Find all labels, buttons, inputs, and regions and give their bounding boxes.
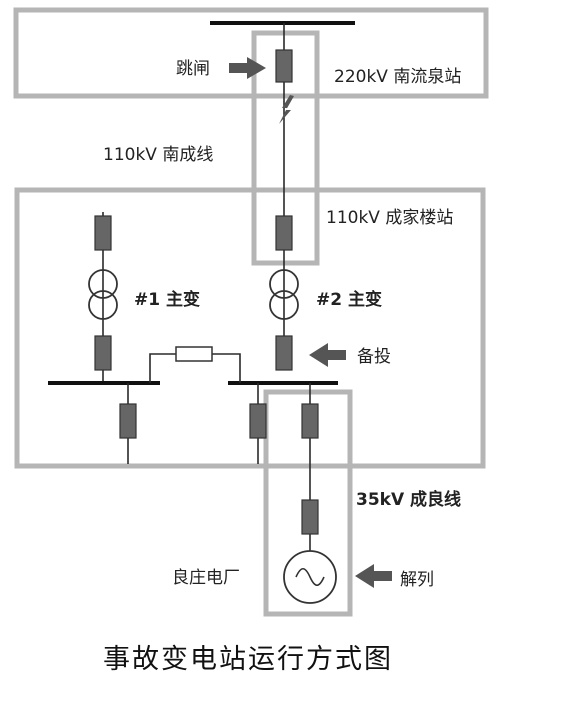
generator-sine-icon <box>295 567 325 587</box>
backup-arrow-icon <box>309 343 346 367</box>
disconnect-arrow-icon <box>355 564 392 588</box>
breaker-35kv-station <box>301 403 319 439</box>
breaker-t1-high <box>94 215 112 251</box>
zone-110kv-station <box>14 187 486 469</box>
bus-tie-line-right <box>212 353 241 383</box>
breaker-110-incoming <box>275 215 293 251</box>
label-line-35: 35kV 成良线 <box>356 489 461 510</box>
trip-arrow-icon <box>229 57 266 79</box>
transformer-2-symbol <box>269 269 299 320</box>
breaker-220-trip <box>275 49 293 83</box>
breaker-35kv-plant <box>301 499 319 535</box>
breaker-t2-low-backup <box>275 335 293 371</box>
bus-tie-line <box>149 353 176 383</box>
label-plant: 良庄电厂 <box>172 568 240 588</box>
breaker-feeder-left <box>119 403 137 439</box>
zone-220kv-station <box>13 7 489 99</box>
transformer-1-symbol <box>88 269 118 320</box>
label-transformer-1: #1 主变 <box>134 289 200 310</box>
bus-tie-breaker <box>175 346 213 362</box>
zone-110kv-line <box>251 30 320 266</box>
label-station-220: 220kV 南流泉站 <box>334 67 461 87</box>
label-transformer-2: #2 主变 <box>316 289 382 310</box>
label-line-110: 110kV 南成线 <box>103 145 213 165</box>
label-trip: 跳闸 <box>176 59 210 79</box>
label-station-110: 110kV 成家楼站 <box>326 208 453 228</box>
fault-lightning-icon <box>279 95 294 124</box>
label-disconnect: 解列 <box>400 570 434 590</box>
zone-35kv-line <box>263 389 353 617</box>
label-backup: 备投 <box>357 347 391 367</box>
breaker-feeder-middle <box>249 403 267 439</box>
breaker-t1-low <box>94 335 112 371</box>
diagram-caption: 事故变电站运行方式图 <box>103 644 393 675</box>
